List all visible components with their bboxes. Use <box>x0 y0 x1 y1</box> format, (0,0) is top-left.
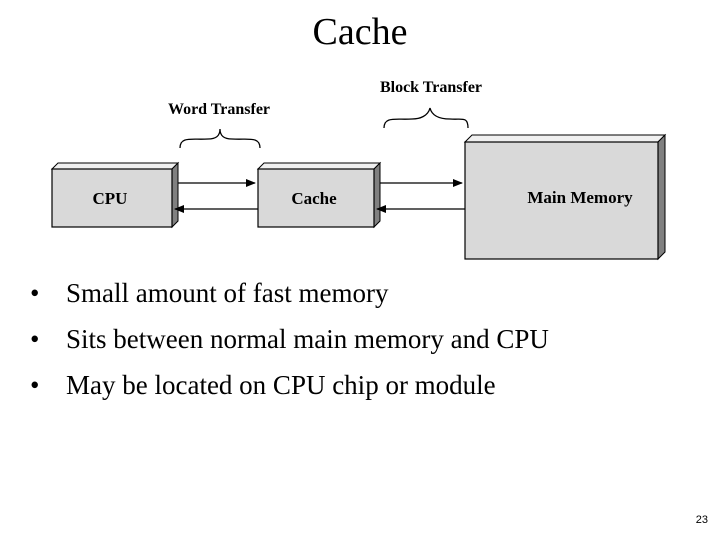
bullet-marker: • <box>30 278 40 308</box>
cpu-label: CPU <box>93 189 128 208</box>
bullet-text: Small amount of fast memory <box>66 278 389 308</box>
bullet-text: Sits between normal main memory and CPU <box>66 324 549 354</box>
main-memory-box-top-edge <box>463 134 667 143</box>
cpu-box-side-edge <box>171 161 179 229</box>
main-memory-box: Main Memory <box>463 133 667 261</box>
cpu-box-top-edge <box>50 162 180 170</box>
cache-box: Cache <box>256 161 382 229</box>
cache-box-top-edge <box>256 162 382 170</box>
cache-diagram: Word Transfer Block Transfer CPU Cache M… <box>50 79 667 261</box>
bullet-marker: • <box>30 370 40 400</box>
bullet-item: • Small amount of fast memory <box>30 270 549 316</box>
bullet-marker: • <box>30 324 40 354</box>
bullet-item: • Sits between normal main memory and CP… <box>30 316 549 362</box>
main-memory-box-front <box>464 141 659 260</box>
block-transfer-brace <box>383 107 469 129</box>
word-transfer-brace <box>179 128 261 149</box>
main-memory-box-side-edge <box>657 133 666 261</box>
page-number: 23 <box>695 514 708 526</box>
bullet-list: • Small amount of fast memory • Sits bet… <box>30 270 549 408</box>
cpu-box: CPU <box>50 161 180 229</box>
bullet-item: • May be located on CPU chip or module <box>30 362 549 408</box>
cache-label: Cache <box>291 189 337 208</box>
slide-title: Cache <box>312 11 408 53</box>
cache-box-front <box>257 168 375 228</box>
block-transfer-label: Block Transfer <box>380 79 482 96</box>
word-transfer-label: Word Transfer <box>168 101 270 118</box>
main-memory-label: Main Memory <box>527 188 633 207</box>
cache-box-side-edge <box>373 161 381 229</box>
bullet-text: May be located on CPU chip or module <box>66 370 496 400</box>
cpu-box-front <box>51 168 173 228</box>
